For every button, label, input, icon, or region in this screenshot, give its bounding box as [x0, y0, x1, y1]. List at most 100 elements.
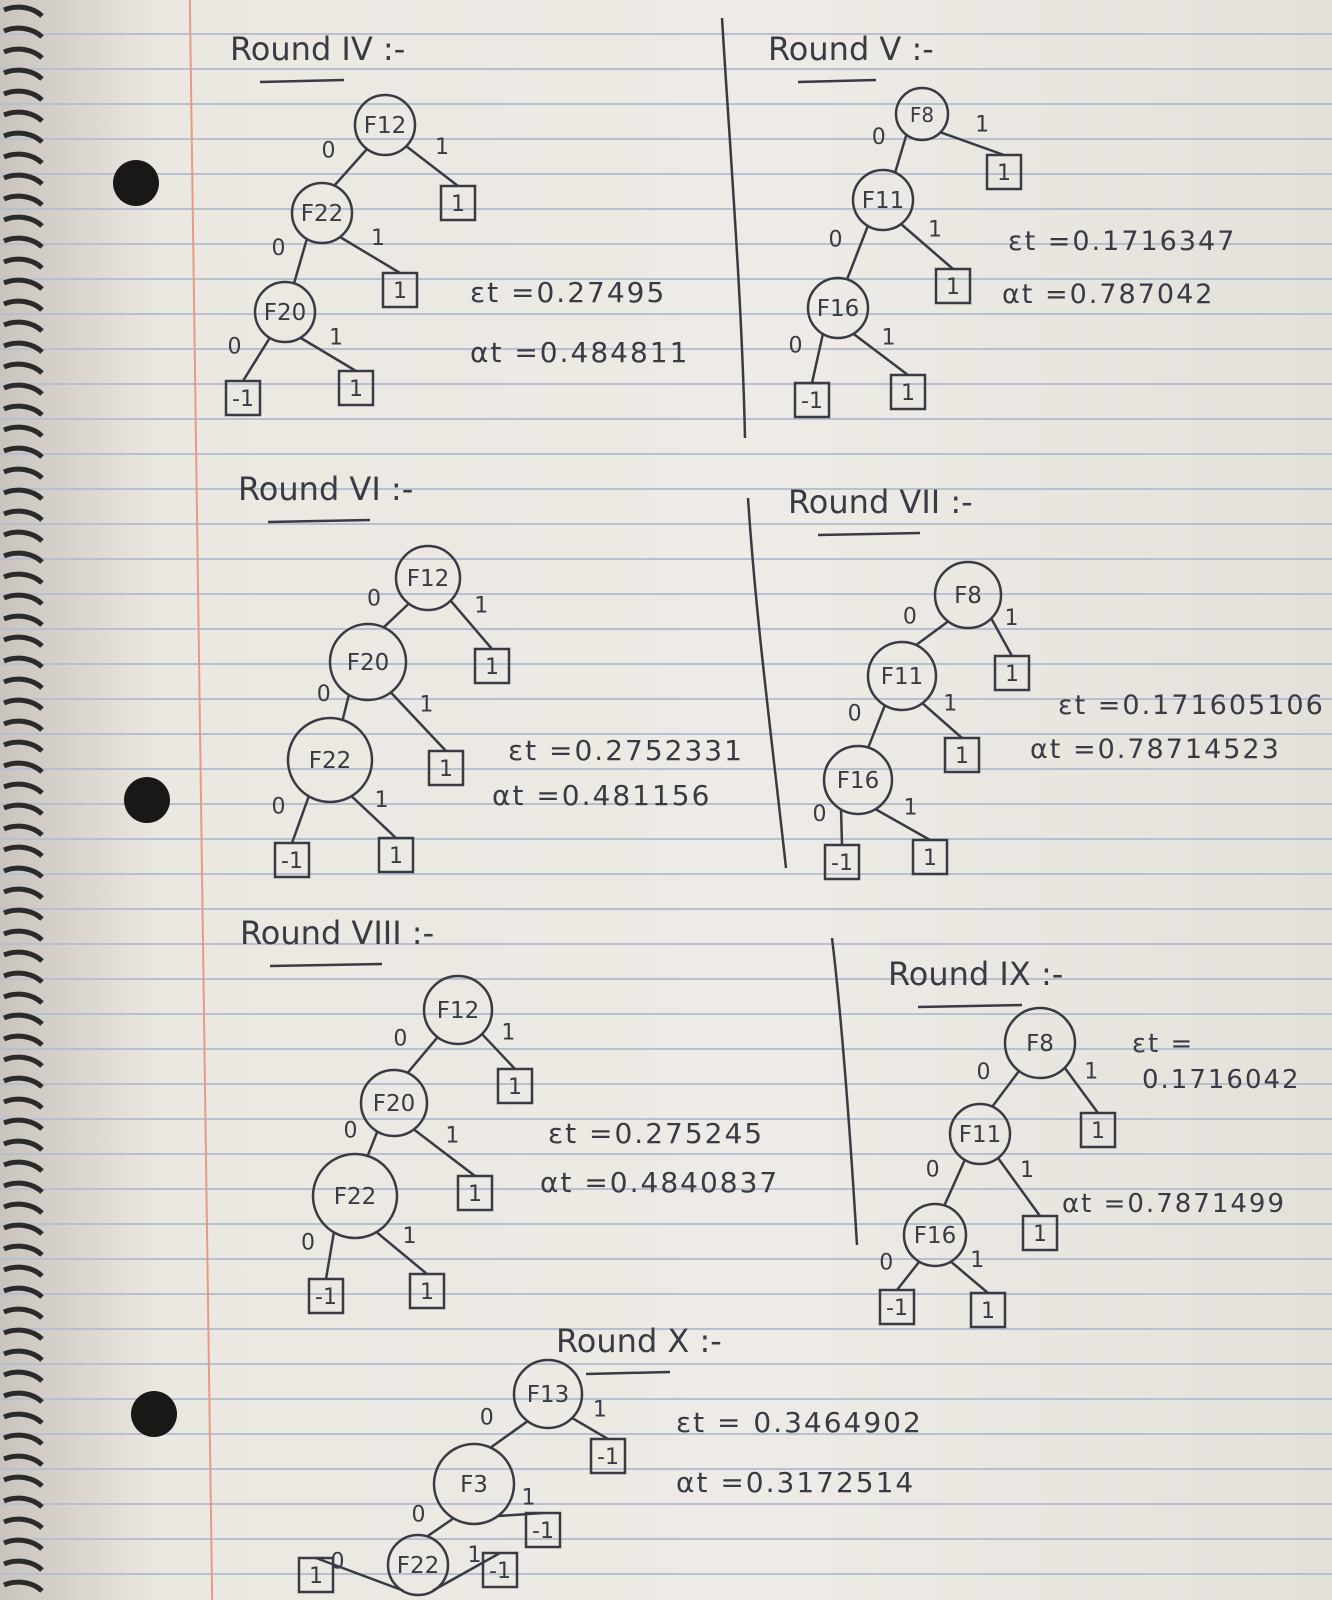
- spiral-coil: [3, 571, 44, 585]
- leaf-box: -1: [307, 1277, 345, 1315]
- round-title: Round IX :-: [888, 955, 1063, 993]
- alpha-value: αt =0.78714523: [1030, 734, 1281, 765]
- edge-label-one: 1: [522, 1486, 536, 1511]
- leaf-box: -1: [589, 1437, 627, 1475]
- edge-label-one: 1: [435, 135, 449, 160]
- node-circle: [359, 1068, 429, 1138]
- tree-edge: [413, 1128, 476, 1177]
- edge-label-one: 1: [419, 693, 433, 718]
- edge-label-one: 1: [928, 218, 942, 243]
- alpha-value: αt =0.3172514: [676, 1466, 915, 1499]
- tree-edge: [943, 1158, 967, 1207]
- punch-hole: [124, 777, 170, 823]
- leaf-value: -1: [801, 389, 823, 414]
- spiral-coil: [3, 1537, 44, 1551]
- spiral-coil: [3, 550, 44, 564]
- leaf-value: 1: [955, 744, 969, 769]
- leaf-box: 1: [337, 369, 375, 407]
- spiral-coil: [3, 634, 44, 648]
- title-underline: [817, 531, 921, 537]
- leaf-box: 1: [408, 1272, 446, 1310]
- spiral-coil: [3, 970, 44, 984]
- edge-label-zero: 0: [301, 1230, 315, 1255]
- leaf-value: -1: [315, 1285, 337, 1310]
- tree-edge: [449, 599, 493, 650]
- tree-edge: [299, 336, 357, 373]
- title-underline: [917, 1003, 1023, 1009]
- leaf-value: 1: [923, 846, 937, 871]
- alpha-value: αt =0.481156: [492, 779, 711, 812]
- leaf-rect: [481, 1551, 519, 1589]
- feature-node: F20: [253, 280, 317, 344]
- leaf-value: 1: [309, 1564, 323, 1589]
- tree-edge: [480, 1032, 516, 1070]
- tree-edge: [290, 795, 311, 844]
- round-title: Round V :-: [768, 30, 934, 68]
- leaf-value: 1: [946, 275, 960, 300]
- leaf-rect: [823, 843, 861, 881]
- round-title: Round X :-: [556, 1322, 722, 1360]
- spiral-coil: [3, 1180, 44, 1194]
- leaf-box: 1: [297, 1556, 335, 1594]
- spiral-coil: [3, 949, 44, 963]
- feature-label: F22: [309, 748, 352, 774]
- spiral-coil: [3, 613, 44, 627]
- title-underline: [585, 1370, 671, 1376]
- tree-edge: [339, 235, 401, 275]
- leaf-value: -1: [532, 1519, 554, 1544]
- edge-label-zero: 0: [344, 1119, 358, 1144]
- node-circle: [386, 1533, 450, 1597]
- feature-label: F12: [437, 998, 480, 1024]
- alpha-value: αt =0.484811: [470, 336, 689, 369]
- edge-label-one: 1: [329, 325, 343, 350]
- leaf-value: -1: [281, 849, 303, 874]
- spiral-coil: [3, 130, 44, 144]
- edge-label-zero: 0: [848, 701, 862, 726]
- spiral-coil: [3, 697, 44, 711]
- alpha-value: αt =0.4840837: [540, 1166, 779, 1199]
- spiral-coil: [3, 718, 44, 732]
- leaf-box: 1: [1021, 1214, 1059, 1252]
- feature-label: F16: [817, 296, 860, 322]
- feature-label: F22: [397, 1553, 440, 1579]
- tree-edge: [896, 1260, 921, 1291]
- leaf-rect: [224, 379, 262, 417]
- edge-label-zero: 0: [317, 682, 331, 707]
- feature-node: F20: [328, 622, 408, 702]
- tree-edge: [389, 691, 447, 752]
- tree-edge: [996, 1157, 1042, 1217]
- spiral-coil: [3, 1558, 44, 1572]
- feature-label: F8: [910, 103, 934, 127]
- node-circle: [894, 86, 950, 142]
- spiral-coil: [3, 865, 44, 879]
- spiral-coil: [3, 1138, 44, 1152]
- feature-node: F16: [822, 744, 894, 816]
- feature-node: F3: [432, 1442, 516, 1526]
- tree-edge: [489, 1420, 529, 1450]
- node-circle: [822, 744, 894, 816]
- leaf-box: 1: [427, 749, 465, 787]
- feature-label: F22: [301, 201, 344, 227]
- title-underline: [267, 518, 371, 524]
- leaf-rect: [473, 647, 511, 685]
- error-value: εt =: [1132, 1029, 1194, 1059]
- tree-edge: [292, 238, 309, 284]
- feature-node: F16: [902, 1202, 968, 1268]
- leaf-box: 1: [381, 271, 419, 309]
- feature-label: F11: [959, 1122, 1002, 1148]
- punch-hole: [113, 160, 159, 206]
- tree-edge: [341, 693, 351, 721]
- feature-node: F22: [290, 181, 354, 245]
- leaf-rect: [307, 1277, 345, 1315]
- title-underline: [269, 962, 383, 968]
- edge-label-zero: 0: [829, 228, 843, 253]
- spiral-coil: [3, 676, 44, 690]
- spiral-coil: [3, 151, 44, 165]
- spiral-coil: [3, 823, 44, 837]
- spiral-coil: [3, 235, 44, 249]
- feature-label: F20: [264, 300, 307, 326]
- feature-node: F8: [1003, 1006, 1077, 1080]
- spiral-coil: [3, 1075, 44, 1089]
